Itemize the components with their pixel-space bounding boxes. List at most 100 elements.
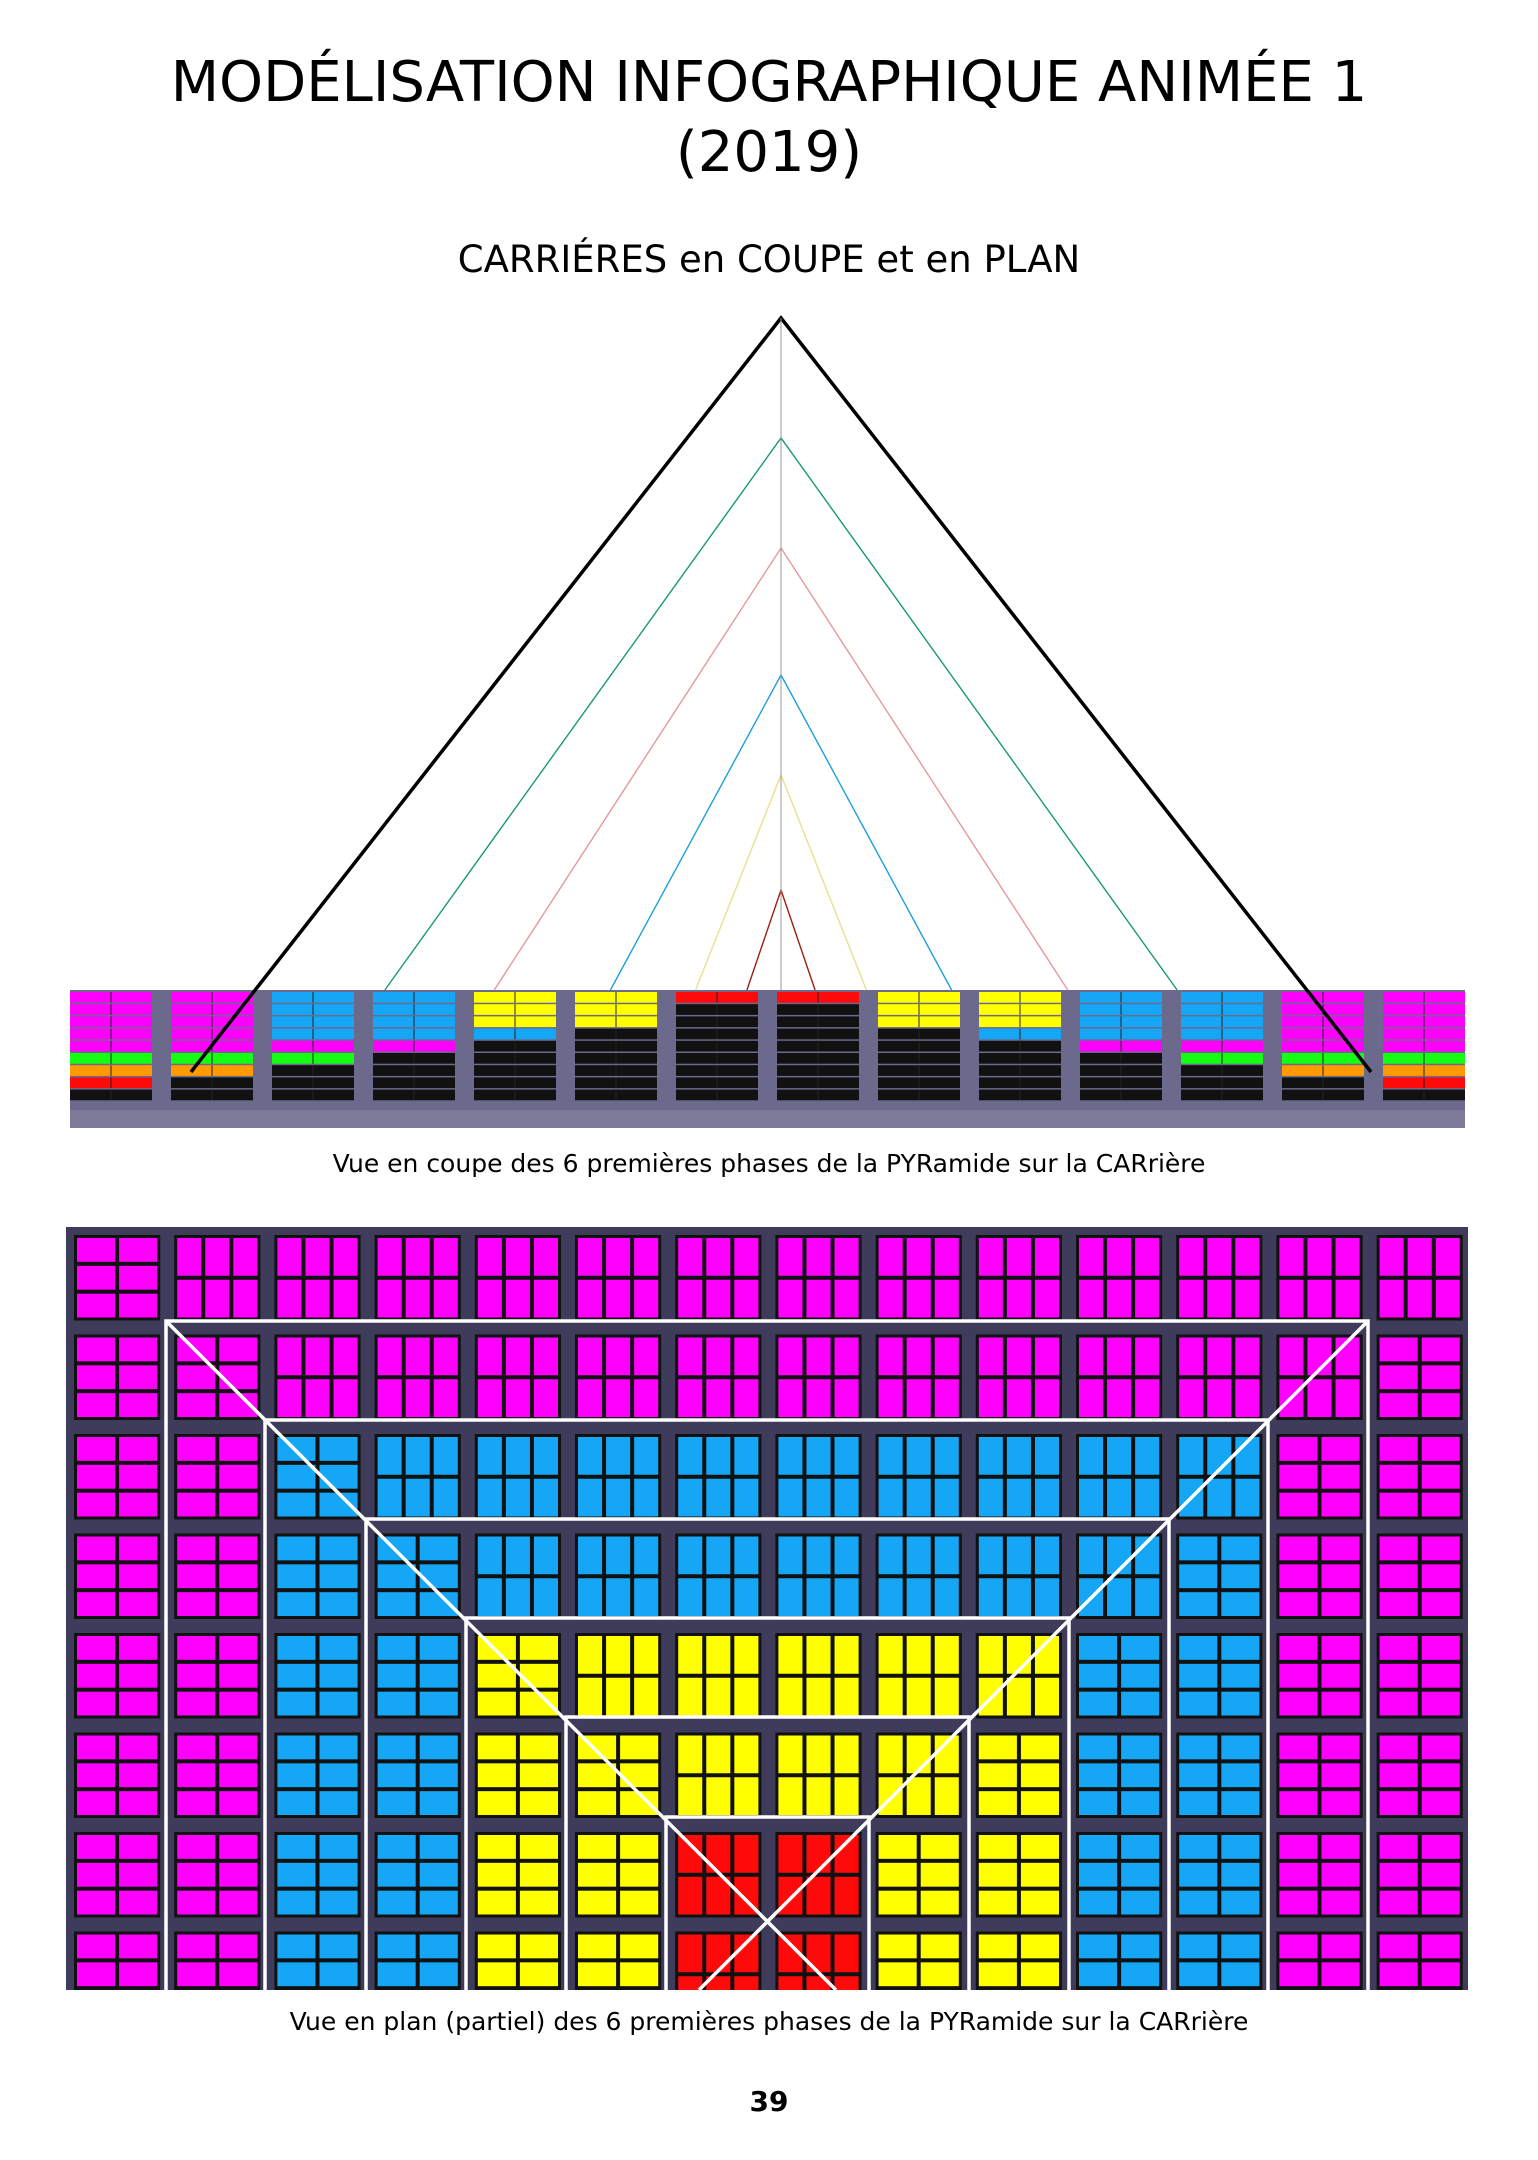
- plan-block: [77, 1265, 116, 1290]
- plan-block: [433, 1379, 458, 1417]
- plan-block: [377, 1337, 402, 1376]
- plan-block: [1079, 1862, 1118, 1887]
- plan-block: [1020, 1934, 1059, 1959]
- plan-block: [934, 1536, 959, 1575]
- plan-block: [1135, 1279, 1160, 1318]
- plan-block: [319, 1890, 358, 1915]
- plan-block: [1179, 1437, 1204, 1475]
- plan-cell: [975, 1633, 1062, 1719]
- plan-block: [834, 1976, 859, 1990]
- bench-column: [777, 992, 859, 1101]
- plan-block: [678, 1636, 703, 1674]
- plan-block: [578, 1835, 617, 1859]
- plan-block: [205, 1238, 230, 1276]
- plan-block: [377, 1592, 416, 1616]
- plan-block: [606, 1478, 631, 1517]
- plan-block: [1235, 1337, 1260, 1376]
- plan-block: [219, 1890, 258, 1915]
- plan-cell: [74, 1434, 161, 1520]
- plan-block: [333, 1379, 358, 1417]
- plan-block: [1034, 1437, 1059, 1475]
- plan-block: [1421, 1862, 1460, 1887]
- plan-phase-outline: [464, 1616, 1071, 1990]
- plan-block: [177, 1592, 216, 1616]
- plan-block: [1379, 1592, 1418, 1616]
- plan-block: [433, 1238, 458, 1276]
- plan-block: [678, 1934, 703, 1973]
- plan-cell: [1376, 1931, 1463, 1990]
- plan-block: [806, 1578, 831, 1616]
- plan-block: [706, 1636, 731, 1674]
- plan-block: [1321, 1691, 1360, 1716]
- plan-block: [119, 1791, 158, 1815]
- plan-block: [119, 1862, 158, 1887]
- plan-cell: [975, 1732, 1062, 1818]
- plan-block: [1221, 1592, 1260, 1616]
- plan-block: [1034, 1478, 1059, 1517]
- plan-block: [1379, 1763, 1418, 1788]
- plan-block: [1321, 1437, 1360, 1461]
- plan-block: [1379, 1835, 1418, 1859]
- plan-block: [1379, 1238, 1404, 1276]
- plan-block: [834, 1337, 859, 1376]
- plan-block: [1179, 1862, 1218, 1887]
- plan-block: [1207, 1279, 1232, 1318]
- plan-block: [878, 1238, 903, 1276]
- plan-block: [1121, 1763, 1160, 1788]
- plan-block: [678, 1238, 703, 1276]
- plan-block: [1121, 1934, 1160, 1959]
- plan-block: [778, 1238, 803, 1276]
- plan-block: [1307, 1279, 1332, 1318]
- plan-block: [1279, 1691, 1318, 1716]
- plan-phase-outline: [164, 1319, 1370, 1990]
- plan-block: [906, 1238, 931, 1276]
- plan-block: [878, 1379, 903, 1417]
- plan-block: [177, 1691, 216, 1716]
- plan-block: [419, 1835, 458, 1859]
- section-quarry-benches: [70, 990, 1465, 1128]
- plan-block: [1034, 1337, 1059, 1376]
- plan-block: [1079, 1835, 1118, 1859]
- plan-cell: [675, 1235, 762, 1321]
- bench-column: [1181, 992, 1263, 1101]
- plan-block: [1107, 1478, 1132, 1517]
- plan-block: [678, 1876, 703, 1915]
- plan-block: [1279, 1862, 1318, 1887]
- plan-block: [1421, 1962, 1460, 1987]
- plan-block: [119, 1934, 158, 1959]
- plan-block: [119, 1835, 158, 1859]
- plan-block: [177, 1791, 216, 1815]
- plan-block: [620, 1735, 659, 1760]
- plan-block: [1221, 1862, 1260, 1887]
- plan-block: [934, 1279, 959, 1318]
- plan-diagonal-right: [697, 1319, 1370, 1990]
- plan-block: [1079, 1337, 1104, 1376]
- page-number: 39: [749, 2085, 789, 2118]
- plan-cell: [775, 1633, 862, 1719]
- plan-block: [778, 1578, 803, 1616]
- plan-block: [634, 1238, 659, 1276]
- plan-block: [1421, 1636, 1460, 1660]
- plan-block: [1279, 1934, 1318, 1959]
- plan-block: [578, 1890, 617, 1915]
- plan-block: [934, 1777, 959, 1815]
- plan-cell: [575, 1533, 662, 1619]
- plan-block: [778, 1536, 803, 1575]
- plan-block: [806, 1337, 831, 1376]
- plan-block: [533, 1478, 558, 1517]
- plan-block: [906, 1536, 931, 1575]
- plan-block: [1379, 1962, 1418, 1987]
- plan-phase-outline: [263, 1418, 1270, 1990]
- plan-cell: [675, 1533, 762, 1619]
- plan-cell: [1376, 1533, 1463, 1619]
- plan-block: [1079, 1763, 1118, 1788]
- plan-cell: [1276, 1832, 1363, 1918]
- plan-block: [477, 1536, 502, 1575]
- plan-block: [1221, 1636, 1260, 1660]
- plan-block: [119, 1962, 158, 1987]
- plan-block: [1279, 1636, 1318, 1660]
- plan-block: [1006, 1478, 1031, 1517]
- plan-block: [219, 1492, 258, 1517]
- plan-block: [734, 1976, 759, 1990]
- plan-block: [119, 1735, 158, 1760]
